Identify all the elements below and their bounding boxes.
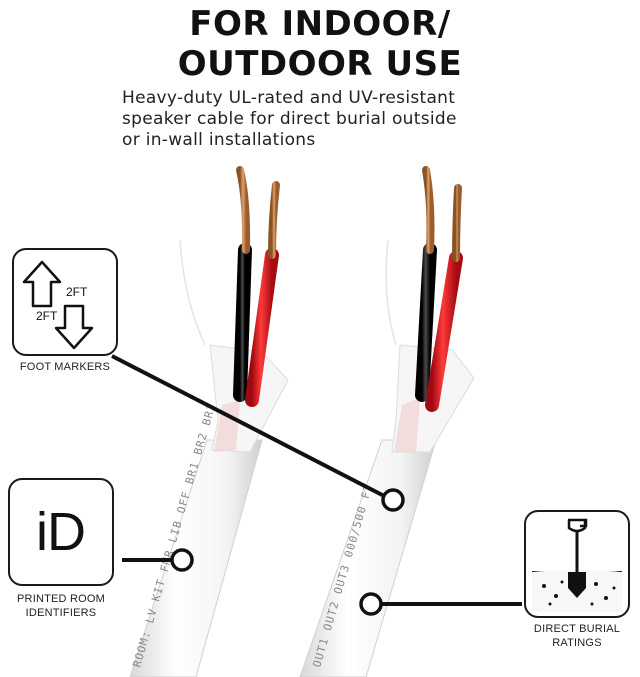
foot-markers-label: FOOT MARKERS [19,361,111,373]
foot-marker-callout-dot [381,488,405,512]
id-icon: iD [36,501,86,562]
left-cable: ROOM: LV KIT FMR LIB OFF BR1 BR2 BR3 [129,166,289,677]
subtitle: Heavy-duty UL-rated and UV-resistant spe… [122,88,522,151]
page-title: FOR INDOOR/ OUTDOOR USE [0,4,640,84]
room-id-box: iD [8,478,114,586]
shovel-in-soil-icon [532,518,622,612]
burial-label: DIRECT BURIAL RATINGS [533,623,621,649]
right-cable: OUT1 OUT2 OUT3 000/500 FT [299,166,475,677]
burial-box [524,510,630,618]
subtitle-line-1: Heavy-duty UL-rated and UV-resistant [122,88,456,108]
foot-markers-box: 2FT 2FT [12,248,118,356]
title-line-1: FOR INDOOR/ [189,4,451,44]
down-distance-label: 2FT [36,309,58,323]
subtitle-line-3: or in-wall installations [122,130,316,150]
burial-callout-dot [359,592,383,616]
up-down-arrows-icon: 2FT 2FT [22,260,94,350]
foot-marker-callout-line [111,354,393,502]
subtitle-line-2: speaker cable for direct burial outside [122,109,457,129]
up-distance-label: 2FT [66,285,88,299]
title-line-2: OUTDOOR USE [177,44,463,84]
room-id-callout-dot [170,548,194,572]
room-id-label: PRINTED ROOM IDENTIFIERS [17,593,105,619]
